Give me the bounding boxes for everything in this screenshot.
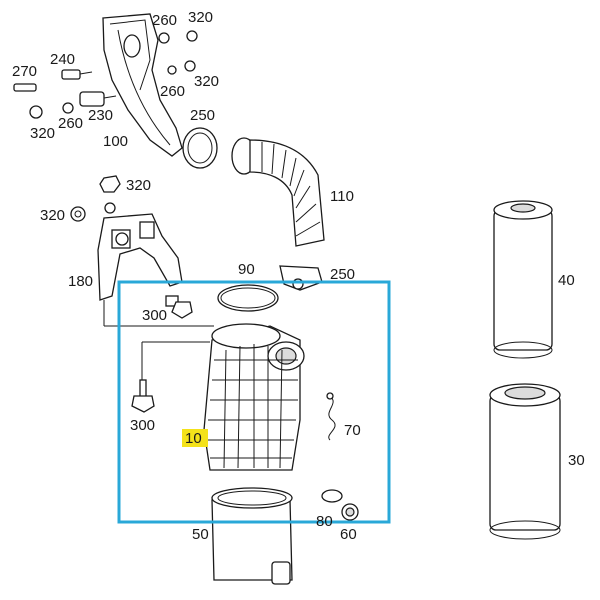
callout-240: 240: [50, 51, 75, 68]
callout-180: 180: [68, 273, 93, 290]
highlight-frame: [117, 280, 391, 524]
filter-housing-10[interactable]: [203, 323, 305, 471]
callout-320: 320: [40, 207, 65, 224]
callout-10: 10: [185, 430, 202, 447]
callout-100: 100: [103, 133, 128, 150]
callout-50: 50: [192, 526, 209, 543]
nut-320-bracket[interactable]: [99, 175, 121, 214]
callout-80: 80: [316, 513, 333, 530]
valve-60[interactable]: [341, 503, 359, 521]
bolt-270[interactable]: [13, 83, 37, 92]
callout-30: 30: [568, 452, 585, 469]
nut-group-top[interactable]: [158, 30, 198, 75]
callout-320: 320: [194, 73, 219, 90]
callout-300: 300: [130, 417, 155, 434]
callout-70: 70: [344, 422, 361, 439]
intake-duct-100[interactable]: [102, 13, 183, 157]
callout-270: 270: [12, 63, 37, 80]
bellows-hose-110[interactable]: [231, 137, 325, 247]
callout-90: 90: [238, 261, 255, 278]
callout-110: 110: [330, 188, 354, 205]
filter-element-30[interactable]: [489, 383, 561, 540]
callout-320: 320: [126, 177, 151, 194]
hose-clamp-250-top[interactable]: [182, 127, 218, 169]
stud-230[interactable]: [79, 91, 117, 107]
o-ring-90[interactable]: [217, 284, 279, 312]
callout-230: 230: [88, 107, 113, 124]
hose-clamp-250-lower[interactable]: [279, 265, 323, 291]
callout-260: 260: [152, 12, 177, 29]
bolt-300-upper[interactable]: [165, 295, 193, 319]
callout-60: 60: [340, 526, 357, 543]
stud-240[interactable]: [61, 69, 93, 80]
dust-bowl-50[interactable]: [211, 487, 293, 585]
callout-320: 320: [30, 125, 55, 142]
valve-80[interactable]: [321, 489, 343, 503]
callout-260: 260: [58, 115, 83, 132]
washers-left[interactable]: [29, 102, 74, 119]
callout-40: 40: [558, 272, 575, 289]
filter-element-40[interactable]: [493, 200, 553, 359]
bolt-300-lower[interactable]: [131, 379, 155, 413]
leader-lines: [103, 300, 214, 380]
callout-250: 250: [190, 107, 215, 124]
callout-250: 250: [330, 266, 355, 283]
bracket-180[interactable]: [97, 213, 183, 301]
washer-320-left[interactable]: [70, 206, 86, 222]
highlight-label-bg: [182, 429, 208, 447]
callout-300: 300: [142, 307, 167, 324]
callout-260: 260: [160, 83, 185, 100]
clip-70[interactable]: [326, 392, 336, 441]
callout-320: 320: [188, 9, 213, 26]
